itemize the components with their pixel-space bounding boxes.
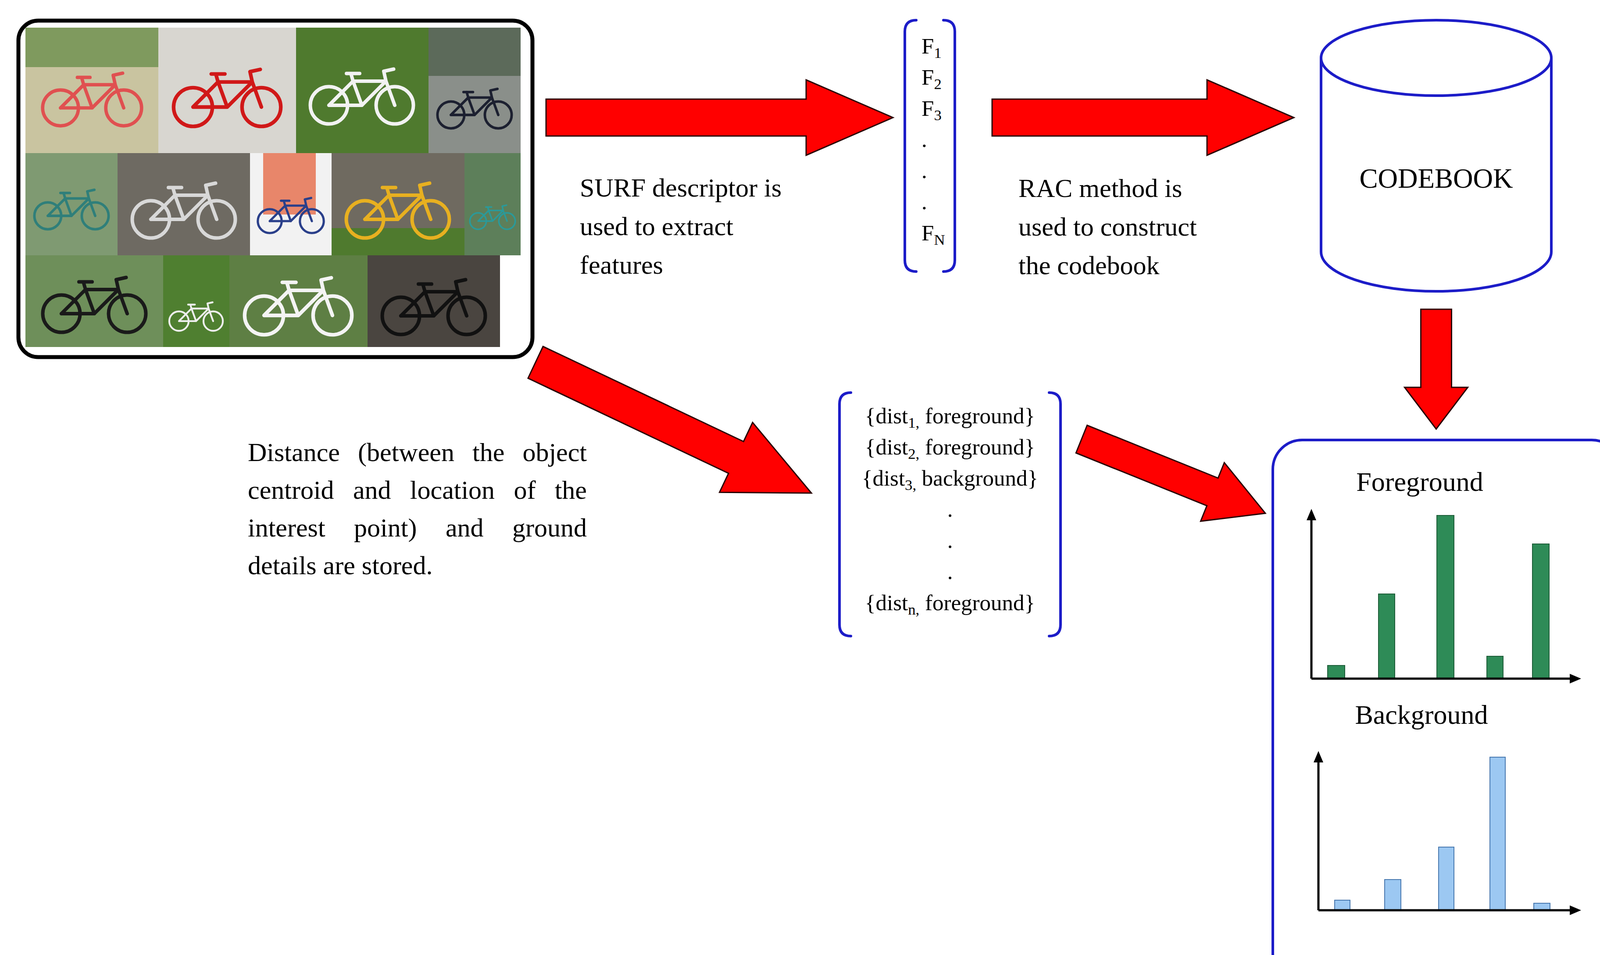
node-text: . bbox=[848, 556, 1052, 588]
block-arrow bbox=[546, 79, 893, 156]
node-text: . bbox=[921, 124, 949, 156]
block-arrow bbox=[992, 79, 1294, 156]
cylinder-outline bbox=[1319, 18, 1554, 293]
distance-list-bracket: {dist1, foreground}{dist2, foreground}{d… bbox=[836, 390, 1064, 638]
subscript: n, bbox=[907, 600, 920, 618]
subscript: 3 bbox=[933, 106, 942, 124]
node-text: FN bbox=[921, 217, 949, 249]
node-text: F1 bbox=[921, 30, 949, 62]
node-text: . bbox=[921, 186, 949, 218]
subscript: 3, bbox=[904, 476, 917, 494]
codebook-cylinder: CODEBOOK bbox=[1319, 18, 1554, 293]
node-text: {distn, foreground} bbox=[848, 587, 1052, 619]
annotation-text: Distance (between the object centroid an… bbox=[247, 433, 587, 585]
subscript: 1, bbox=[907, 414, 920, 432]
bicycle-photo-collage bbox=[20, 22, 531, 356]
node-text-stack: F1F2F3...FN bbox=[902, 18, 958, 249]
bracket-line bbox=[839, 392, 1061, 636]
block-arrow bbox=[1404, 309, 1468, 429]
node-text: {dist1, foreground} bbox=[848, 400, 1052, 432]
node-text: Background bbox=[1354, 699, 1488, 730]
subscript: 2, bbox=[907, 445, 920, 463]
node-text-stack: CODEBOOK bbox=[1319, 18, 1554, 194]
background-histogram bbox=[1313, 750, 1582, 915]
node-text-stack: {dist1, foreground}{dist2, foreground}{d… bbox=[836, 390, 1064, 619]
feature-vector-bracket: F1F2F3...FN bbox=[902, 18, 958, 274]
histogram-panel: ForegroundBackground bbox=[1271, 438, 1600, 955]
node-text: CODEBOOK bbox=[1329, 163, 1543, 194]
node-text: {dist3, background} bbox=[848, 462, 1052, 494]
bracket-line bbox=[904, 20, 955, 272]
edge-label: RAC method is used to construct the code… bbox=[1018, 168, 1229, 285]
cylinder-top bbox=[1321, 20, 1552, 96]
node-text: . bbox=[848, 525, 1052, 557]
foreground-histogram bbox=[1306, 508, 1582, 684]
collage-frame bbox=[18, 20, 533, 358]
node-text: {dist2, foreground} bbox=[848, 431, 1052, 463]
subscript: 2 bbox=[933, 75, 942, 93]
block-arrow bbox=[528, 346, 812, 493]
node-text: F2 bbox=[921, 61, 949, 93]
node-text: F3 bbox=[921, 92, 949, 125]
subscript: N bbox=[933, 231, 945, 249]
annotation-text: SURF descriptor is used to extract featu… bbox=[579, 168, 795, 285]
node-text: . bbox=[848, 493, 1052, 525]
block-arrow bbox=[1075, 425, 1266, 522]
node-text: . bbox=[921, 155, 949, 187]
subscript: 1 bbox=[933, 44, 942, 62]
node-text: Foreground bbox=[1356, 466, 1483, 497]
